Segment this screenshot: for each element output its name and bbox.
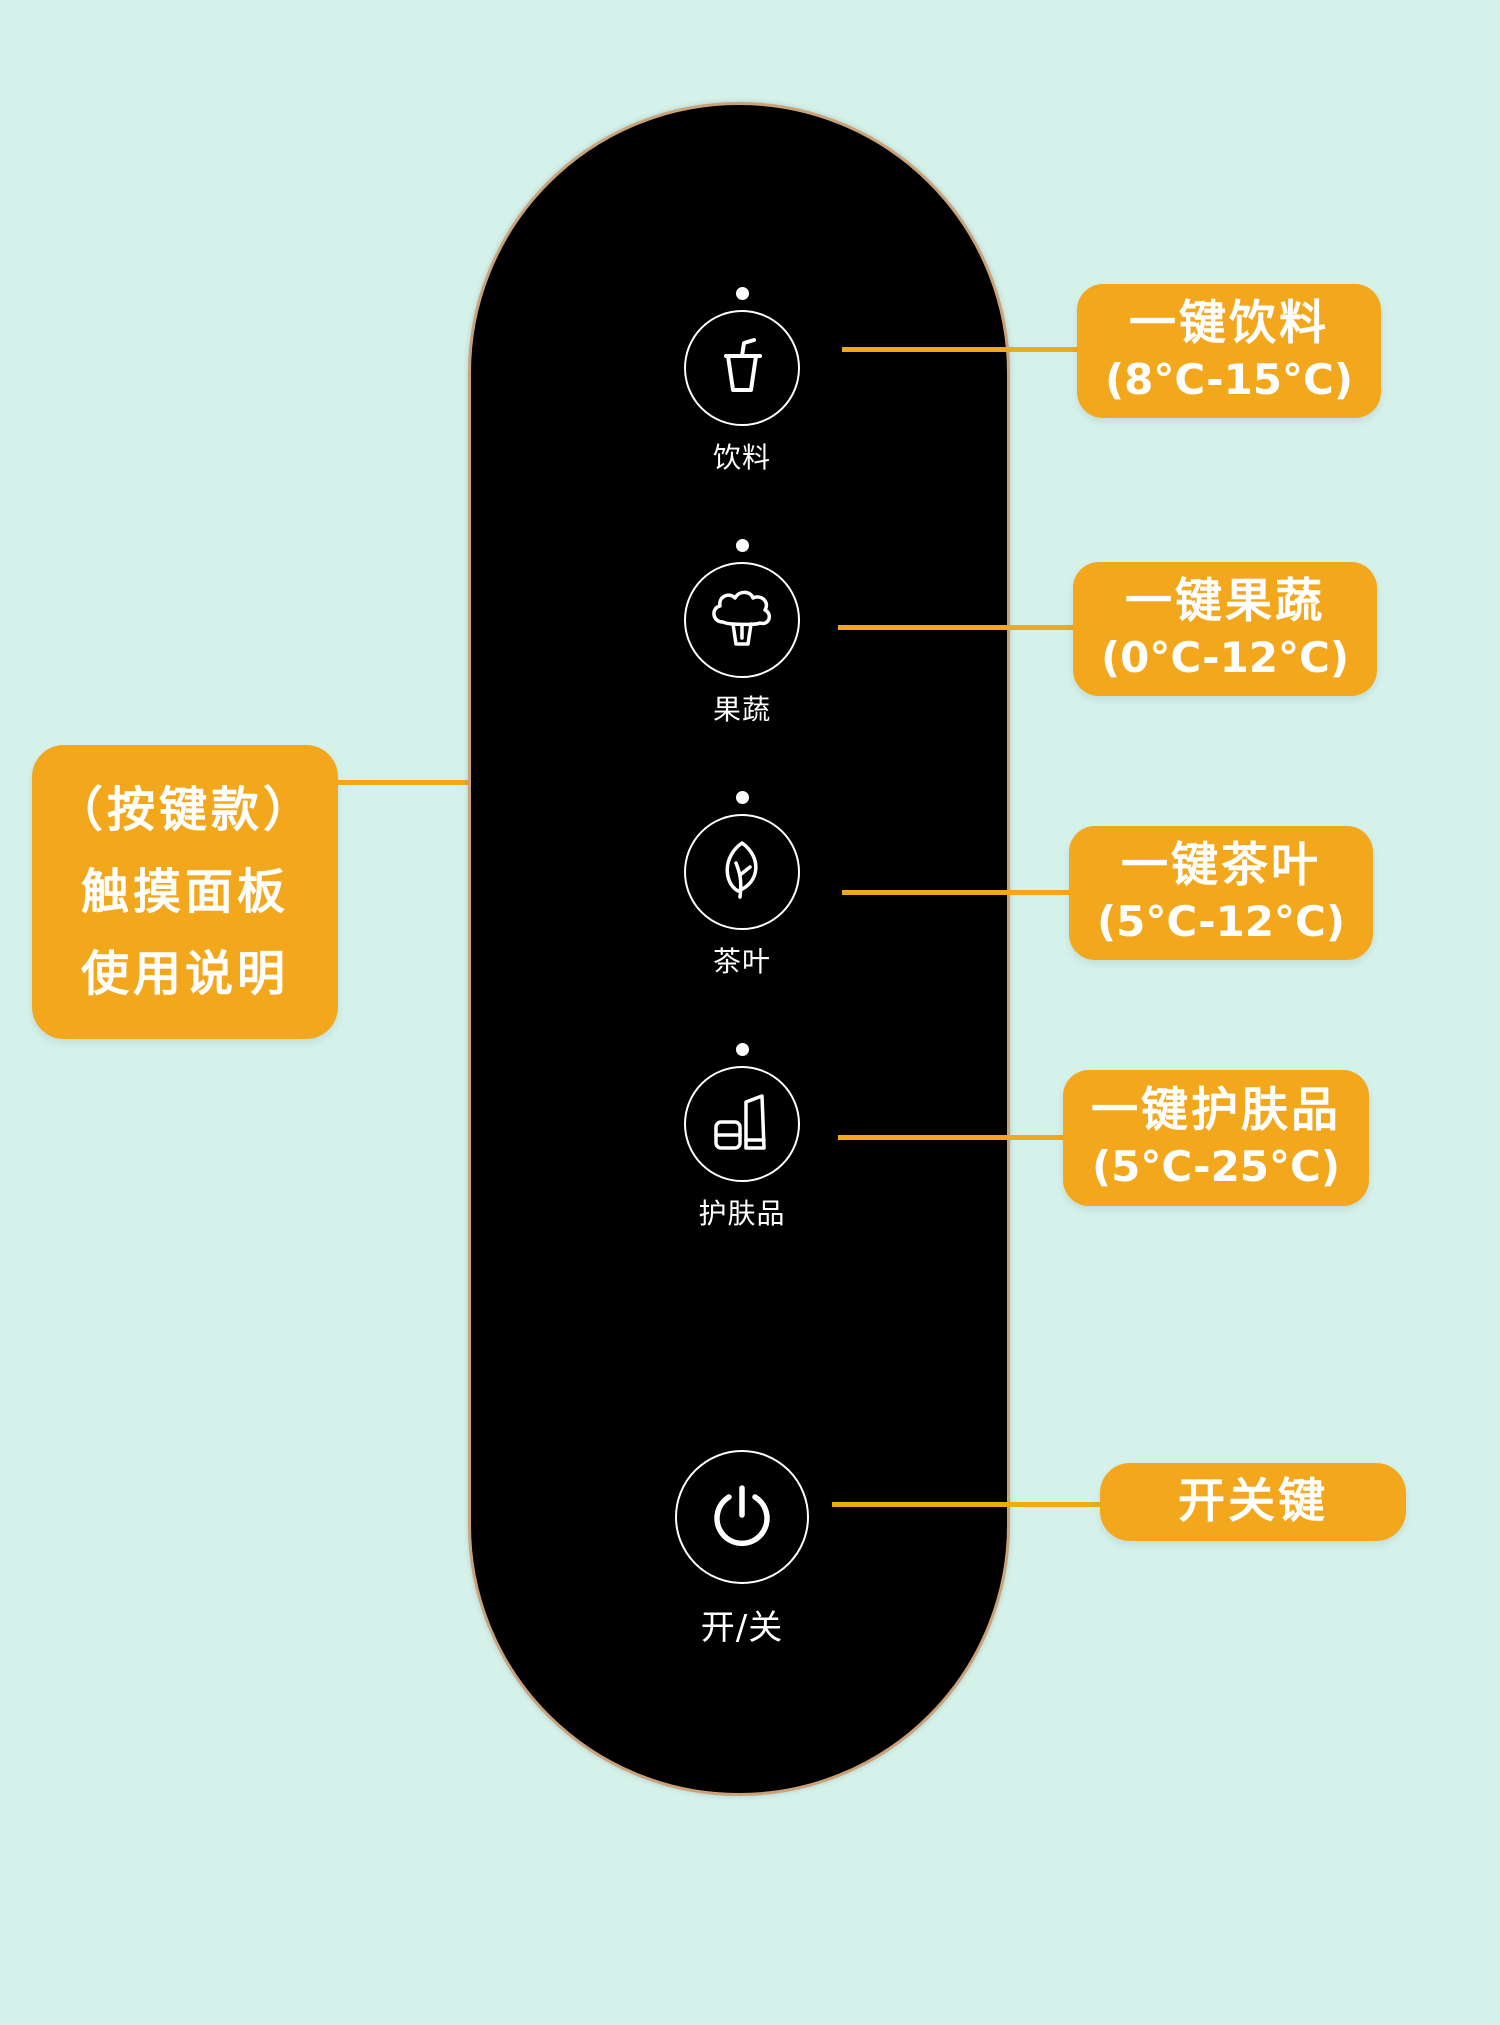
power-callout: 开关键 bbox=[1100, 1463, 1406, 1541]
power-label: 开/关 bbox=[700, 1608, 784, 1648]
intro-callout: （按键款） 触摸面板 使用说明 bbox=[32, 745, 338, 1039]
drink-label: 饮料 bbox=[712, 441, 771, 474]
skincare-bottle-icon bbox=[710, 1090, 774, 1158]
drink-button[interactable]: 饮料 bbox=[471, 287, 1013, 476]
tea-button-ring[interactable] bbox=[684, 814, 800, 930]
power-button[interactable]: 开/关 bbox=[471, 1450, 1013, 1649]
drink-callout: 一键饮料 (8°C-15°C) bbox=[1077, 284, 1381, 418]
tea-button[interactable]: 茶叶 bbox=[471, 791, 1013, 980]
drink-callout-range: (8°C-15°C) bbox=[1104, 355, 1354, 404]
touch-panel: 饮料 果蔬 茶叶 bbox=[468, 102, 1010, 1796]
power-icon bbox=[707, 1480, 777, 1554]
tea-callout-title: 一键茶叶 bbox=[1121, 838, 1321, 893]
vegetable-button-ring[interactable] bbox=[684, 562, 800, 678]
skincare-callout-range: (5°C-25°C) bbox=[1091, 1142, 1341, 1191]
tea-leaf-icon bbox=[714, 839, 770, 905]
vegetable-indicator-led bbox=[735, 539, 749, 552]
drink-button-ring[interactable] bbox=[684, 310, 800, 426]
skincare-button-ring[interactable] bbox=[684, 1066, 800, 1182]
drink-cup-icon bbox=[714, 336, 770, 400]
tea-label: 茶叶 bbox=[712, 945, 771, 978]
intro-line-3: 使用说明 bbox=[80, 946, 289, 1002]
skincare-indicator-led bbox=[735, 1043, 749, 1056]
vegetable-connector-line bbox=[838, 625, 1078, 630]
intro-connector-line bbox=[338, 780, 592, 785]
skincare-button[interactable]: 护肤品 bbox=[471, 1043, 1013, 1232]
intro-line-1: （按键款） bbox=[54, 782, 315, 838]
drink-connector-line bbox=[842, 347, 1082, 352]
skincare-callout-title: 一键护肤品 bbox=[1091, 1083, 1341, 1138]
skincare-callout: 一键护肤品 (5°C-25°C) bbox=[1063, 1070, 1369, 1206]
tea-callout-range: (5°C-12°C) bbox=[1096, 897, 1346, 946]
tea-connector-line bbox=[842, 890, 1074, 895]
vegetable-button[interactable]: 果蔬 bbox=[471, 539, 1013, 728]
power-callout-title: 开关键 bbox=[1178, 1474, 1328, 1529]
power-button-ring[interactable] bbox=[675, 1450, 809, 1584]
tea-callout: 一键茶叶 (5°C-12°C) bbox=[1069, 826, 1373, 960]
vegetable-callout: 一键果蔬 (0°C-12°C) bbox=[1073, 562, 1377, 696]
skincare-connector-line bbox=[838, 1135, 1070, 1140]
vegetable-callout-range: (0°C-12°C) bbox=[1100, 633, 1350, 682]
vegetable-label: 果蔬 bbox=[712, 693, 771, 726]
vegetable-broccoli-icon bbox=[707, 586, 777, 654]
drink-callout-title: 一键饮料 bbox=[1129, 296, 1329, 351]
vegetable-callout-title: 一键果蔬 bbox=[1125, 574, 1325, 629]
drink-indicator-led bbox=[735, 287, 749, 300]
tea-indicator-led bbox=[735, 791, 749, 804]
power-connector-line bbox=[832, 1502, 1102, 1507]
intro-line-2: 触摸面板 bbox=[80, 864, 289, 920]
skincare-label: 护肤品 bbox=[698, 1197, 786, 1230]
